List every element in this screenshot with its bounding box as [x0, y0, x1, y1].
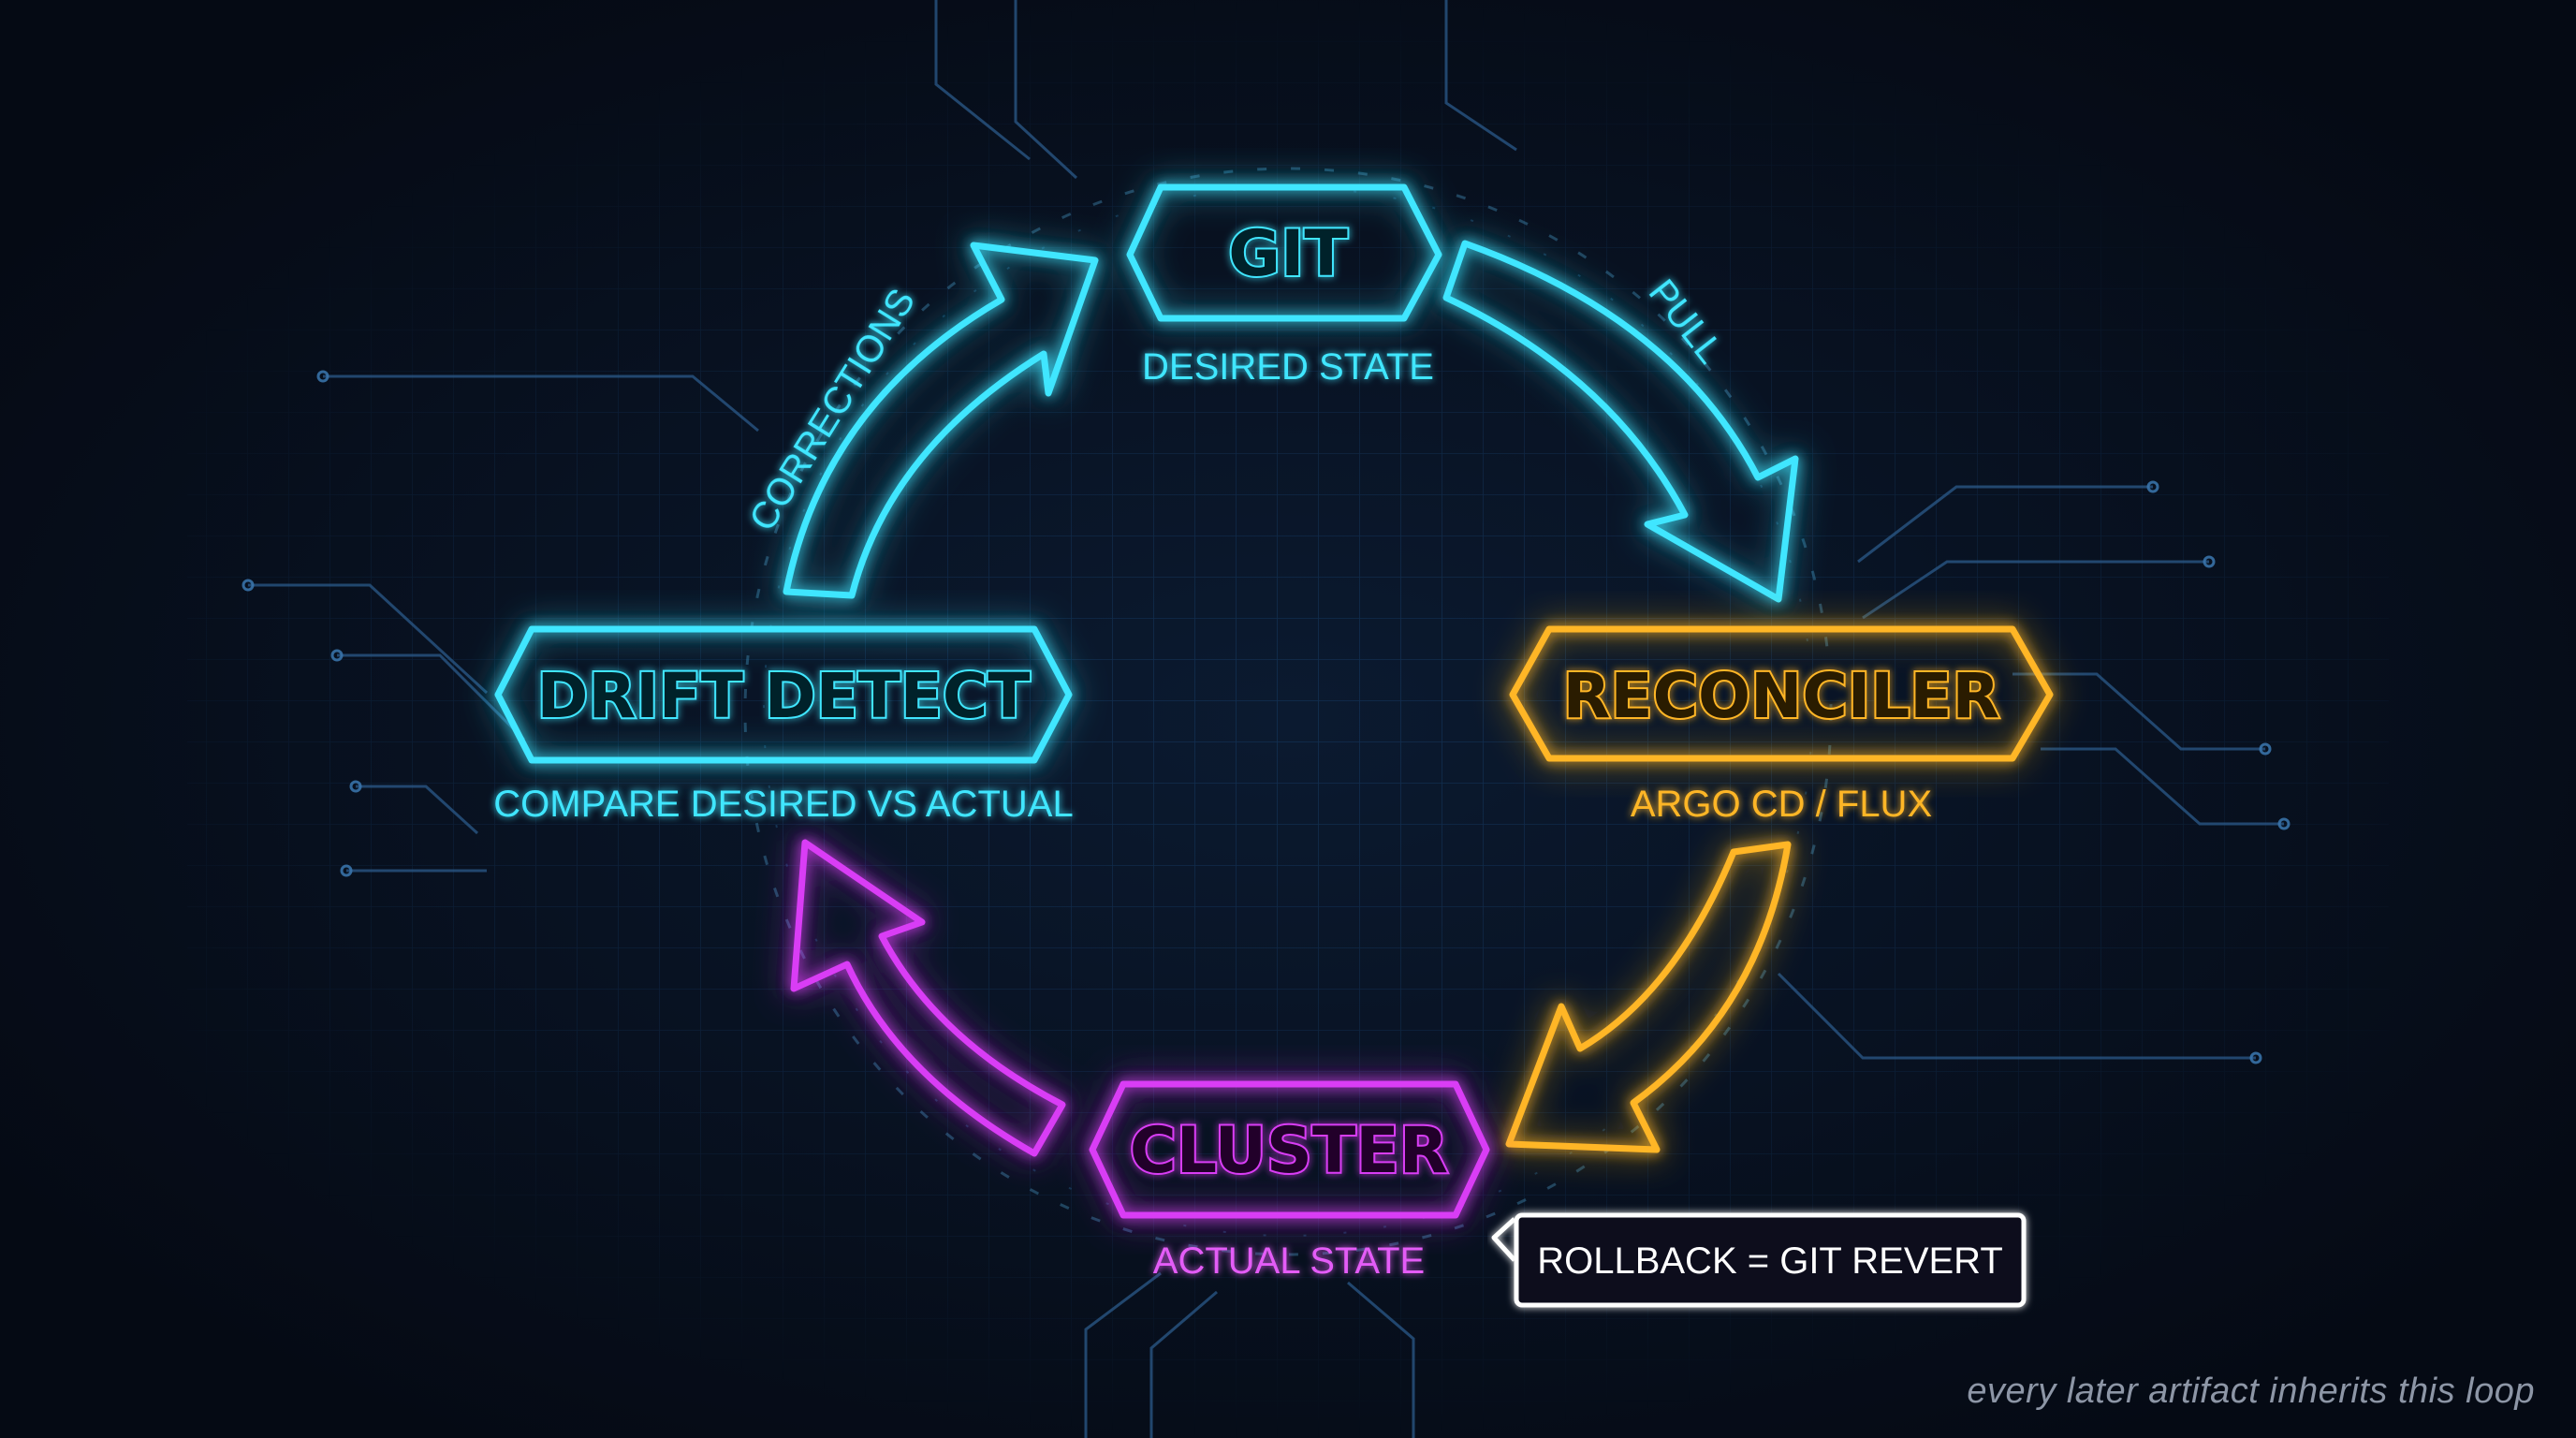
callout-text: ROLLBACK = GIT REVERT	[1537, 1240, 2003, 1282]
circuit-traces	[248, 0, 2284, 1438]
callout-box	[1514, 1212, 2027, 1308]
node-git-frame	[1126, 183, 1442, 322]
node-git: GIT DESIRED STATE	[1126, 183, 1442, 388]
node-reconciler-subtitle: ARGO CD / FLUX	[1631, 784, 1932, 825]
orbit-ring	[743, 167, 1833, 1256]
arrow-drift-to-git	[783, 242, 1099, 599]
node-cluster-frame	[1089, 1080, 1490, 1219]
callout-pointer	[1491, 1217, 1516, 1262]
node-git-subtitle: DESIRED STATE	[1142, 346, 1434, 388]
arrow-reconciler-to-cluster	[1505, 841, 1792, 1153]
node-drift-detect: DRIFT DETECT COMPARE DESIRED VS ACTUAL	[493, 625, 1074, 825]
background-grid	[187, 0, 2389, 1438]
orbit-ring-inner	[763, 186, 1813, 1237]
node-drift-frame	[494, 625, 1073, 764]
arrow-cluster-to-drift	[790, 839, 1066, 1157]
footer-note: every later artifact inherits this loop	[1967, 1372, 2535, 1411]
node-cluster: CLUSTER ACTUAL STATE	[1089, 1080, 1490, 1282]
node-cluster-title: CLUSTER	[1130, 1114, 1448, 1188]
node-reconciler-title: RECONCILER	[1563, 660, 2000, 732]
node-cluster-subtitle: ACTUAL STATE	[1153, 1240, 1425, 1282]
node-git-title: GIT	[1228, 217, 1348, 291]
node-reconciler: RECONCILER ARGO CD / FLUX	[1509, 625, 2054, 825]
node-drift-title: DRIFT DETECT	[537, 660, 1031, 732]
circuit-nodes	[242, 370, 2291, 1064]
node-reconciler-frame	[1509, 625, 2054, 762]
node-drift-subtitle: COMPARE DESIRED VS ACTUAL	[493, 784, 1073, 825]
arrow-git-to-reconciler	[1442, 240, 1799, 603]
callout-rollback: ROLLBACK = GIT REVERT	[1491, 1212, 2027, 1308]
